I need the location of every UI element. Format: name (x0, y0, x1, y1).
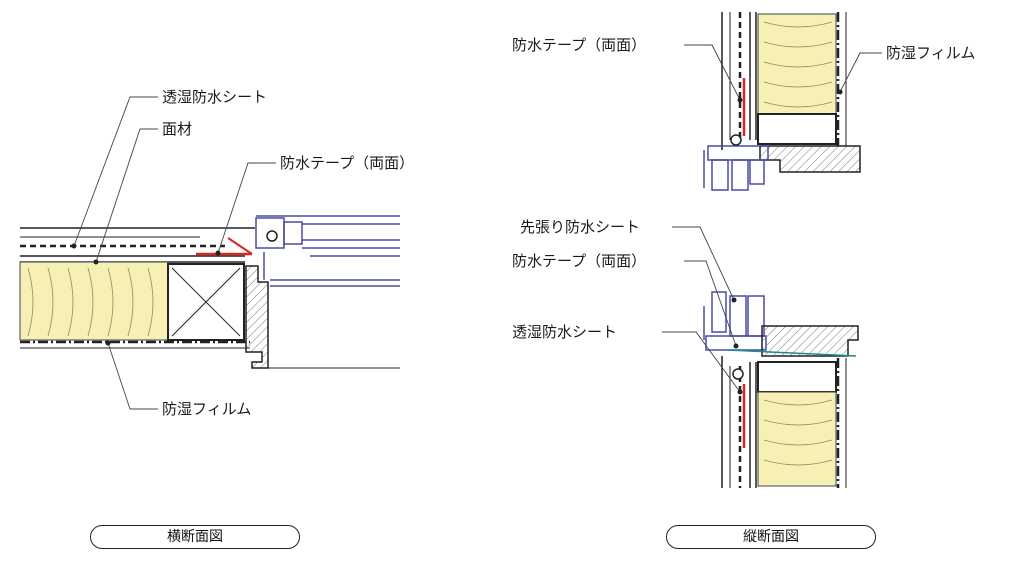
label-board: 面材 (162, 120, 193, 138)
window-frame (255, 215, 400, 287)
leader-lines-left (73, 96, 276, 410)
vertical-section-sill (662, 226, 859, 488)
insulation (19, 261, 169, 341)
window-jamb (245, 265, 269, 369)
vertical-section-head (684, 12, 882, 191)
label-vapor-film: 防湿フィルム (162, 400, 252, 418)
label-breather-sheet-right: 透湿防水シート (512, 323, 618, 341)
label-vapor-film-right: 防湿フィルム (886, 44, 976, 62)
label-tape-top: 防水テープ（両面） (512, 36, 647, 54)
head-jamb (759, 145, 861, 173)
sill-board (761, 325, 859, 357)
horizontal-section-drawing (19, 96, 400, 410)
caption-horizontal-section: 横断面図 (90, 525, 300, 549)
label-tape-bottom: 防水テープ（両面） (512, 252, 647, 270)
label-tape: 防水テープ（両面） (280, 154, 415, 172)
label-pre-sheet: 先張り防水シート (520, 218, 641, 236)
caption-vertical-section: 縦断面図 (666, 525, 876, 549)
label-breather-sheet: 透湿防水シート (162, 88, 268, 106)
